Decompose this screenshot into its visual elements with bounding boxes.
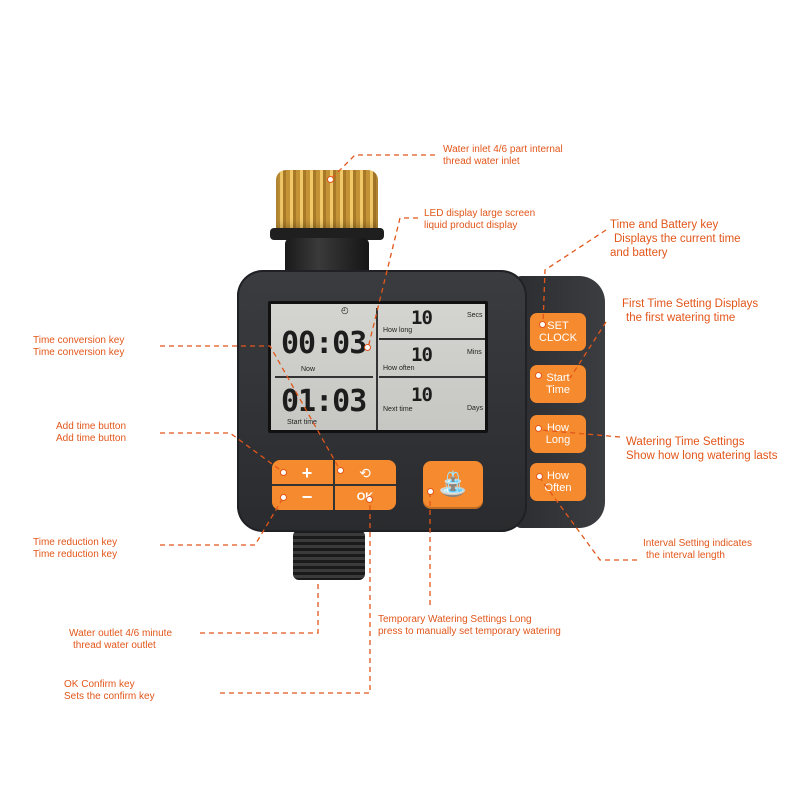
callout-dot-conversion [337,467,344,474]
callout-dot-lcd [364,344,371,351]
time-conversion-button[interactable]: ⟲ [337,462,393,484]
lcd-start-label: Start time [287,419,317,426]
lcd-next-time-label: Next time [383,406,413,413]
lcd-how-often-unit: Mins [467,349,482,356]
callout-dot-how-often [536,473,543,480]
water-outlet [293,530,365,580]
lcd-next-time-unit: Days [467,405,483,412]
lcd-how-long-label: How long [383,327,413,334]
callout-dot-start-time [535,372,542,379]
set-clock-button[interactable]: SET CLOCK [530,313,586,351]
callout-dot-ok [366,496,373,503]
lcd-start-time: 01:03 [281,384,367,419]
lcd-now-label: Now [301,366,316,373]
faucet-icon: ⛲ [438,471,468,498]
callout-dot-how-long [535,425,542,432]
start-time-button[interactable]: Start Time [530,365,586,403]
callout-dot-reduction [280,494,287,501]
temporary-watering-button[interactable]: ⛲ [423,461,483,509]
callout-dot-temporary [427,488,434,495]
lcd-display: ◴ 00:03 Now 01:03 Start time 10 Secs How… [268,301,488,433]
lcd-how-long-value: 10 [411,307,433,329]
sync-icon: ⟲ [359,465,371,481]
lcd-how-often-value: 10 [411,344,433,366]
how-often-button[interactable]: How Often [530,463,586,501]
water-inlet-ring [270,228,384,240]
lcd-now-time: 00:03 [281,326,367,361]
lcd-how-long-unit: Secs [467,312,483,319]
water-inlet-neck [285,238,369,276]
lcd-how-often-label: How often [383,365,415,372]
callout-dot-set-clock [539,321,546,328]
callout-dot-add [280,469,287,476]
lcd-next-time-value: 10 [411,384,433,406]
callout-dot-inlet [327,176,334,183]
time-reduction-button[interactable]: − [301,487,313,507]
add-time-button[interactable]: + [301,463,313,483]
clock-icon: ◴ [341,305,349,315]
